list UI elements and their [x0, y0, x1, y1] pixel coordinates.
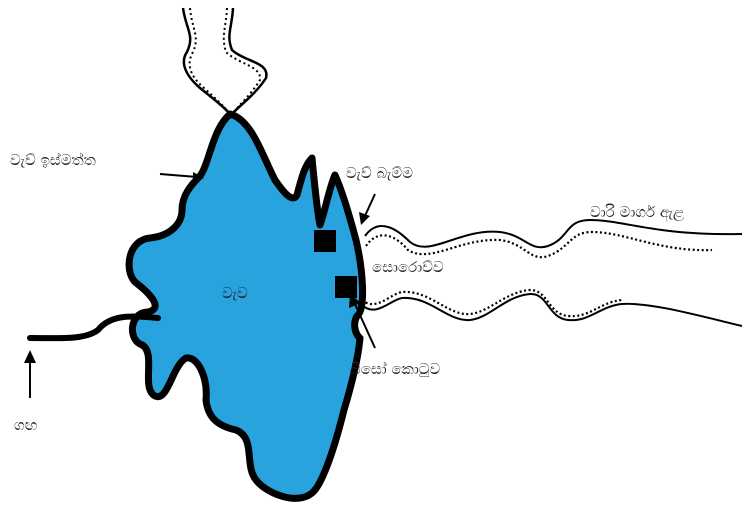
arrow-upper-margin	[159, 172, 204, 183]
label-river: ගඟ	[14, 416, 38, 434]
canal-lower-bank	[361, 288, 743, 327]
label-canal: වාරි මාර්ග ඇළ	[590, 203, 685, 222]
bund-box-lower	[335, 276, 357, 298]
upstream-stream	[181, 7, 268, 117]
label-tank: වැව	[222, 284, 248, 302]
arrow-bisokotuwa	[349, 294, 376, 349]
arrow-bund	[359, 193, 376, 225]
label-sluice: සොරොව්ව	[372, 258, 444, 276]
bund-box-upper	[314, 230, 336, 252]
label-tank-upper-margin: වැව් ඉස්මත්ත	[10, 151, 96, 169]
label-bisokotuwa: බිසෝ කොටුව	[350, 360, 441, 378]
river-inflow	[27, 313, 161, 342]
label-tank-bund: වැව් බැම්ම	[346, 164, 413, 182]
canal-upper-bank	[364, 218, 743, 259]
tank-water	[125, 110, 367, 502]
arrow-river	[24, 350, 36, 398]
